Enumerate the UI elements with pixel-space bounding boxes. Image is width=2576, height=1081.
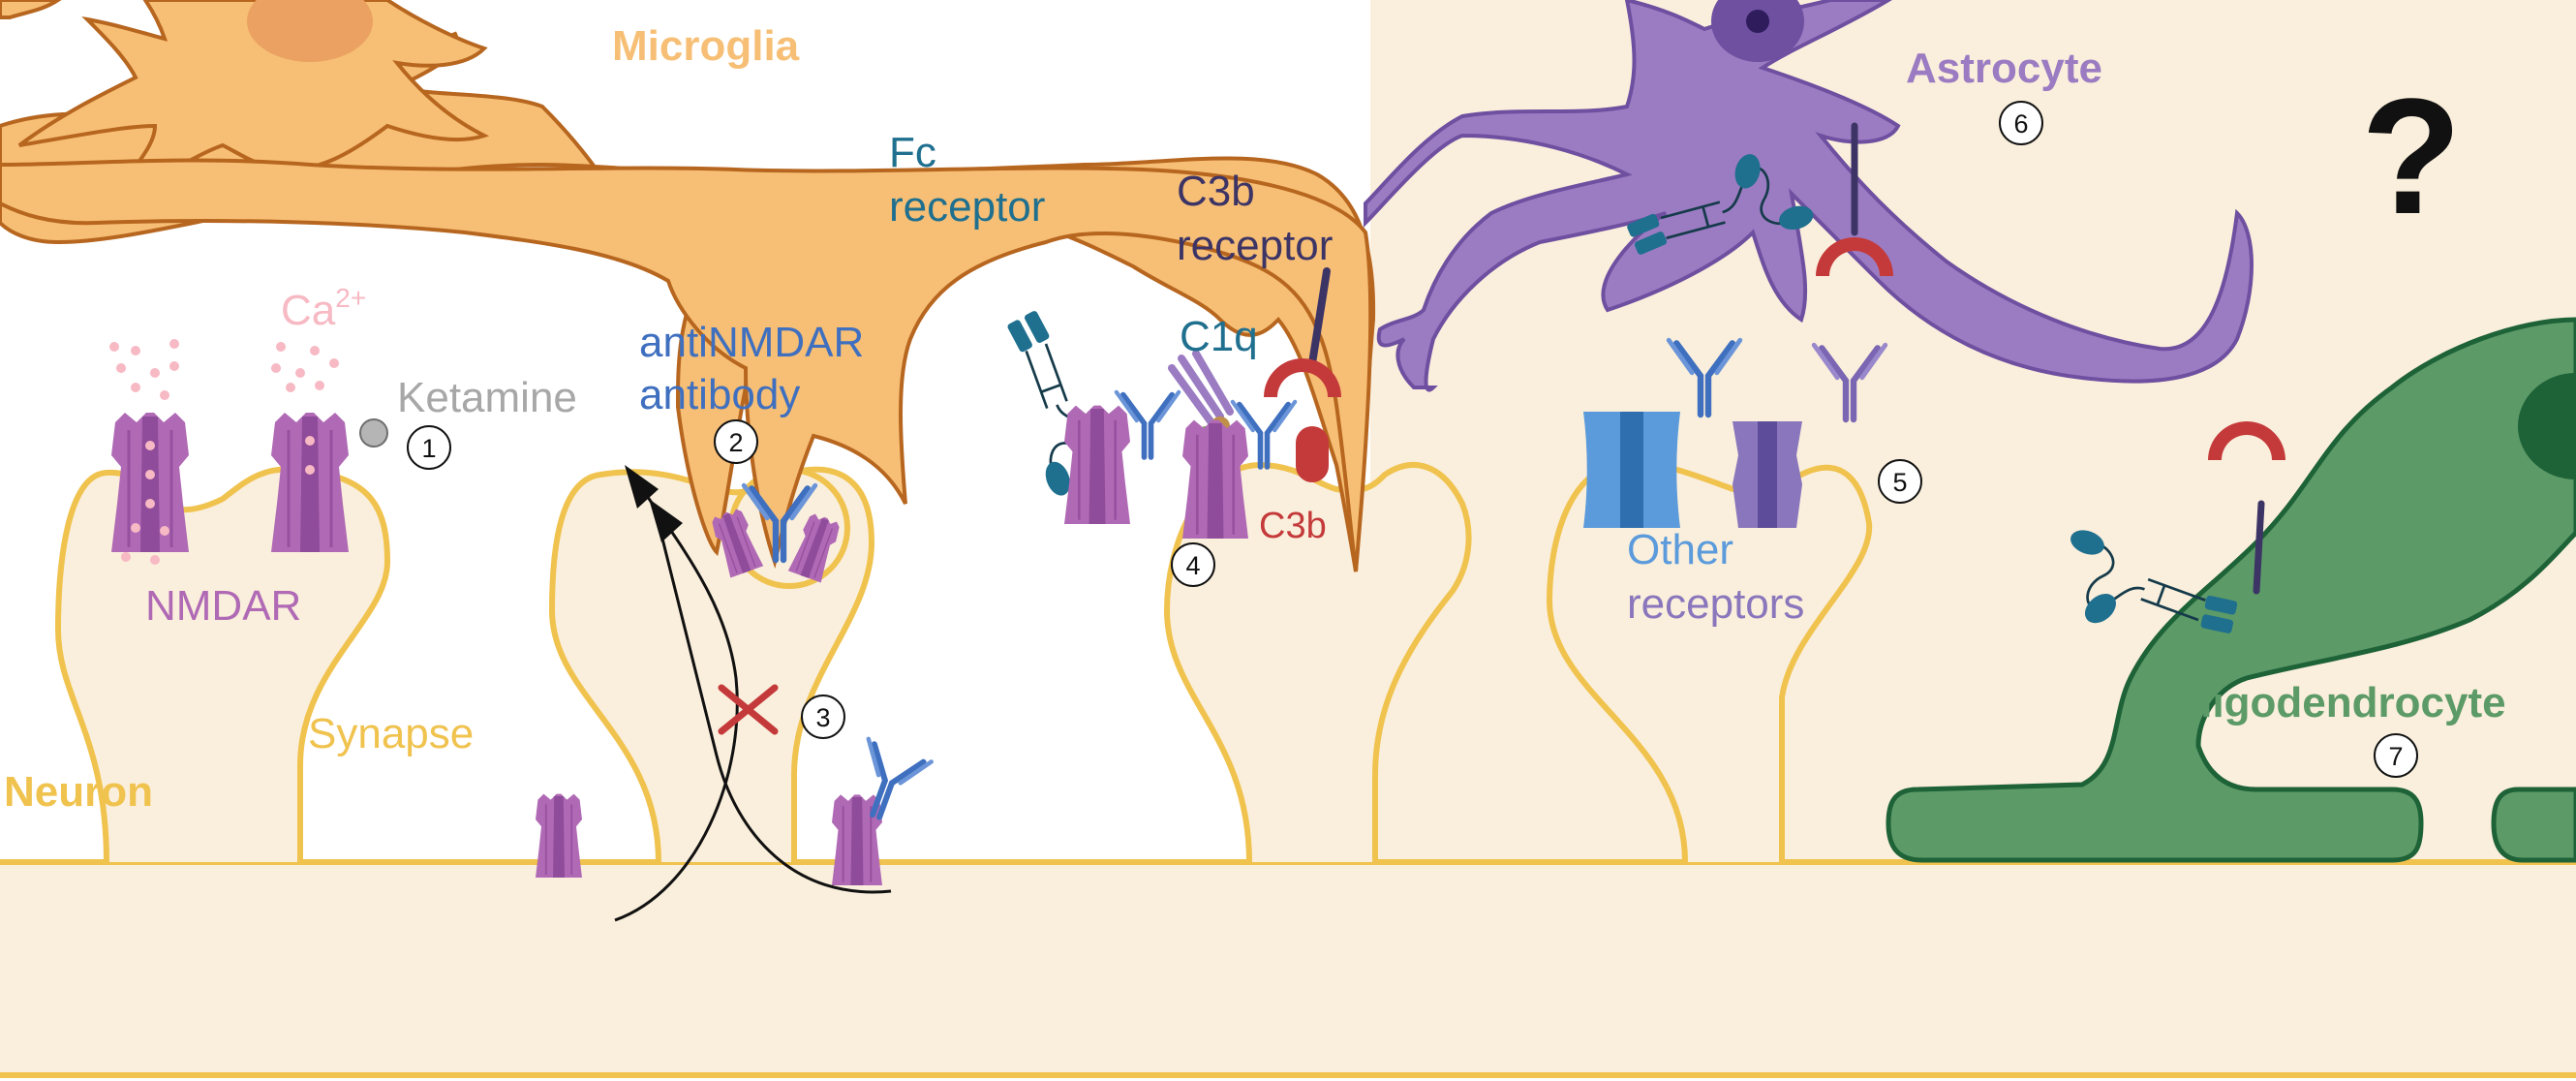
- step-2: 2: [728, 428, 743, 457]
- synapse-label: Synapse: [308, 710, 474, 757]
- other-receptor-purple: [1733, 421, 1802, 528]
- microglia-label: Microglia: [612, 22, 800, 70]
- step-6: 6: [2013, 109, 2028, 139]
- fc-receptor-label-line2: receptor: [889, 183, 1045, 231]
- c1q-label: C1q: [1180, 313, 1258, 360]
- ketamine-label: Ketamine: [397, 374, 577, 421]
- c3b-receptor-label-line1: C3b: [1177, 168, 1255, 215]
- calcium-label: Ca2+: [281, 283, 366, 334]
- blocked-x-mark: [718, 684, 779, 735]
- step-markers: 1 2 3 4 5 6 7: [407, 101, 2418, 778]
- step-4: 4: [1185, 551, 1200, 580]
- microglia-process: [0, 158, 1373, 572]
- oligodendrocyte-sheath-2: [2491, 787, 2576, 863]
- endocytosis-arrows: [614, 465, 892, 922]
- step-3: 3: [815, 703, 830, 732]
- nmdar-2: [269, 411, 351, 554]
- astrocyte-cell: [1364, 0, 2254, 392]
- question-mark: ?: [2361, 65, 2462, 249]
- c3b-receptor-label-line2: receptor: [1177, 222, 1333, 269]
- oligodendrocyte-cell: [1886, 317, 2576, 863]
- step-5: 5: [1892, 468, 1907, 497]
- spine-4: [1546, 459, 1873, 863]
- other-receptor-blue: [1583, 412, 1680, 528]
- other-receptors-label-line1: Other: [1627, 526, 1733, 573]
- nmdar-label: NMDAR: [145, 582, 301, 630]
- synapse-spines: [54, 459, 1873, 863]
- nmdar-membrane-1: [535, 792, 583, 879]
- astrocyte-label: Astrocyte: [1906, 45, 2102, 92]
- nmdar-4: [1181, 418, 1250, 540]
- step-1: 1: [421, 434, 436, 463]
- c3b-receptor-microglia: [1264, 267, 1341, 397]
- neuron-body: [0, 862, 2576, 1077]
- other-receptors-label-line2: receptors: [1627, 580, 1804, 628]
- c3b-receptor-oligodendrocyte: [2208, 421, 2285, 595]
- oligodendrocyte-nucleus: [2518, 373, 2576, 479]
- c3b-receptor-astrocyte: [1816, 122, 1893, 276]
- ketamine-molecule: [359, 418, 388, 448]
- oligodendrocyte-label: Oligodendrocyte: [2167, 679, 2506, 726]
- antibody-label-line2: antibody: [639, 371, 800, 418]
- antibody-other-purple: [1811, 342, 1888, 423]
- nmdar-1: [109, 411, 191, 554]
- nmdar-3: [1062, 404, 1132, 526]
- neuron-label: Neuron: [4, 768, 153, 816]
- antibody-label-line1: antiNMDAR: [639, 319, 864, 366]
- astrocyte-nucleolus: [1746, 10, 1769, 33]
- c3b-label: C3b: [1259, 506, 1327, 546]
- microglia-nucleus: [247, 0, 373, 62]
- fc-receptor-label-line1: Fc: [889, 129, 936, 176]
- c3b-protein: [1296, 426, 1329, 482]
- step-7: 7: [2388, 742, 2403, 771]
- calcium-ions: [109, 339, 339, 565]
